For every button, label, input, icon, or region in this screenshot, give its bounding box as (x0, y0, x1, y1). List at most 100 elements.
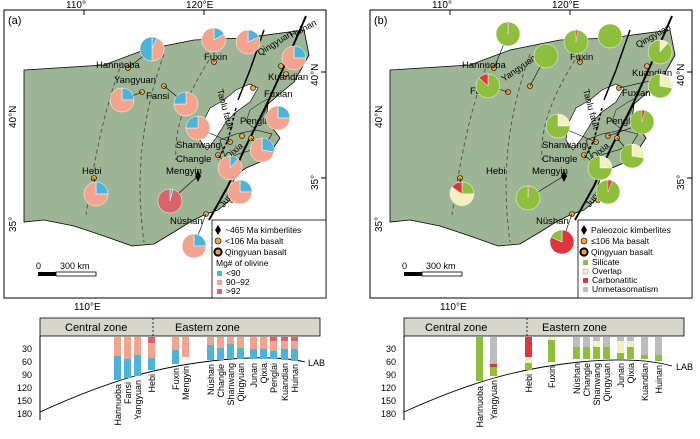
composition-columns (476, 337, 662, 381)
lat-label-left-40: 40°N (8, 106, 19, 128)
legend-mg-high-text: >92 (226, 286, 241, 296)
column-segment (525, 337, 532, 357)
pie-chart (249, 137, 275, 163)
pie-slice (597, 23, 623, 49)
eastern-zone-label: Eastern zone (175, 322, 240, 334)
zone-boundary (139, 53, 165, 243)
station-marker (283, 71, 289, 77)
legend-carbonatitic-swatch (583, 278, 588, 283)
column-segment (148, 343, 155, 358)
pie-chart (563, 29, 589, 55)
station-marker (239, 133, 245, 139)
column-segment (583, 347, 590, 359)
pie-slice (83, 181, 109, 207)
column-segment (583, 337, 590, 347)
scale-zero: 0 (36, 261, 41, 271)
column-label: Yangyuan (133, 380, 143, 420)
scale-bar-white (421, 271, 463, 277)
legend-silicate-swatch (583, 260, 588, 265)
pie-chart (475, 73, 501, 99)
depth-label: 30 (386, 344, 396, 354)
legend-unmetasomatism-swatch (583, 287, 588, 292)
depth-label: 90 (22, 370, 32, 380)
column-segment (291, 341, 298, 349)
column-segment (237, 337, 244, 348)
column-label: Qingyuan (236, 363, 246, 402)
pie-slice (235, 29, 261, 55)
legend-mg-high-swatch (217, 289, 222, 294)
column-label: Hebi (147, 374, 157, 393)
pie-slice (550, 229, 563, 243)
legend-carbonatitic-text: Carbonatitic (592, 275, 638, 285)
legend-basalt-text: <106 Ma basalt (225, 236, 284, 246)
pie-slice (533, 43, 559, 69)
legend-mg-mid-swatch (217, 280, 222, 285)
column-segment (525, 363, 532, 370)
place-label: Fuxin (204, 52, 227, 63)
pie-chart (597, 23, 623, 49)
pie-slice (545, 113, 571, 139)
legend-kimberlite-text: ~465 Ma kimberlites (225, 225, 301, 235)
column-segment (172, 337, 179, 350)
pie-slice (478, 73, 489, 87)
pie-chart (545, 113, 571, 139)
tanlu-fault-dashed (583, 107, 603, 161)
pie-slice (139, 36, 153, 62)
column-label: Qingyuan (602, 363, 612, 402)
legend-qingyuan-text: Qingyuan basalt (591, 247, 653, 257)
lat-label-right-40: 40°N (676, 64, 687, 86)
pie-chart (201, 27, 226, 53)
depth-label: 150 (381, 396, 396, 406)
pie-chart (109, 87, 135, 113)
zone-boundary (541, 59, 576, 161)
zone-boundary (175, 59, 210, 161)
depth-label: 120 (381, 383, 396, 393)
column-segment (548, 337, 555, 340)
map-panel-b: Tanlu fault (b) 110° 120°E 110°E 40°N 35… (369, 0, 693, 313)
place-label: Hannuoba (96, 60, 141, 71)
depth-label: 60 (22, 357, 32, 367)
legend-qingyuan-icon (213, 247, 223, 257)
pie-slice (587, 155, 613, 181)
column-segment (182, 337, 189, 357)
depth-label: 150 (17, 396, 32, 406)
column-segment (260, 337, 267, 349)
zone-boundary (85, 61, 123, 216)
column-segment (627, 341, 634, 347)
central-zone-label: Central zone (65, 322, 127, 334)
pie-slice (249, 137, 275, 163)
column-label: Shanwang (592, 363, 602, 406)
legend-basalt-text: ≤106 Ma basalt (591, 236, 650, 246)
column-labels: Hannuoba Yangyuan Hebi Fuxin Nüshan Chan… (475, 363, 664, 428)
zone-boundary (505, 53, 531, 243)
column-segment (217, 337, 224, 348)
depth-label: 180 (17, 409, 32, 419)
place-label: Yangyuan (114, 75, 156, 86)
legend-kimberlite-icon (215, 225, 221, 235)
column-segment (490, 337, 497, 364)
pie-slice (507, 21, 510, 35)
eastern-zone-label: Eastern zone (542, 322, 607, 334)
place-label: Fuxin (570, 52, 593, 63)
scale-bar-white (55, 271, 97, 277)
column-label: Penglai (269, 363, 279, 393)
cross-section-b: Central zone Eastern zone 30 60 90 120 1… (381, 317, 693, 428)
pie-chart (595, 179, 621, 205)
pie-slice (157, 188, 183, 214)
pie-slice (619, 143, 645, 169)
lat-label-left-35: 35° (374, 217, 385, 232)
lab-label: LAB (308, 358, 325, 368)
lat-label-right-40: 40°N (310, 64, 321, 86)
column-segment (641, 337, 648, 355)
column-segment (655, 355, 662, 361)
place-label: Penglai (240, 116, 272, 127)
pie-chart (83, 181, 109, 207)
column-segment (641, 355, 648, 359)
zone-header (403, 317, 685, 337)
legend-silicate-text: Silicate (592, 257, 620, 267)
pie-chart (549, 229, 575, 255)
column-segment (525, 357, 532, 363)
column-label: Nüshan (206, 364, 216, 395)
pie-slice (201, 27, 226, 53)
legend-overlap-text: Overlap (592, 266, 622, 276)
